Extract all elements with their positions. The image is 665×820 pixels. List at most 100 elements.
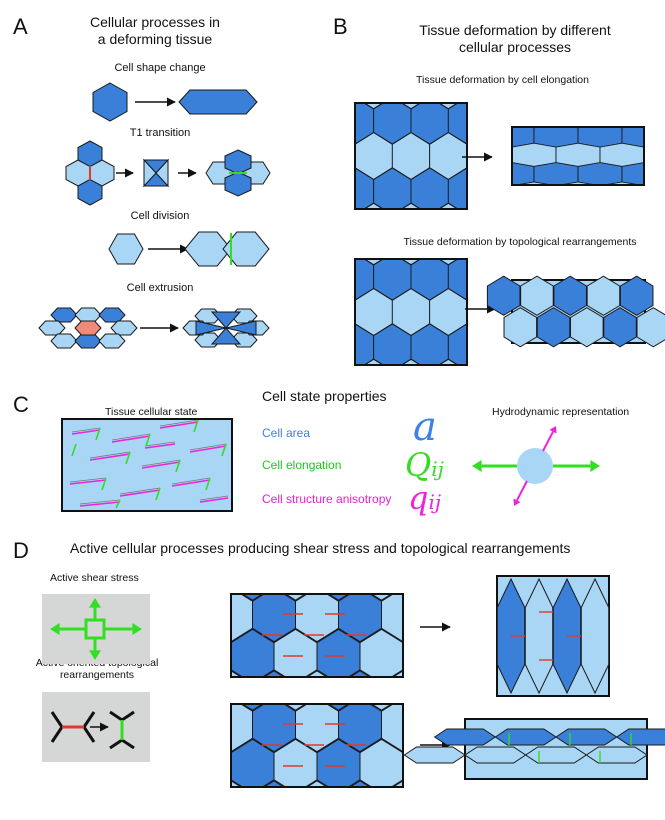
tissue-d1 bbox=[230, 546, 489, 683]
tissue-b1-cell bbox=[504, 203, 541, 250]
tissue-b1-border bbox=[354, 102, 468, 210]
tissue-d3-cell bbox=[284, 704, 307, 711]
tissue-b2-cell bbox=[578, 201, 622, 227]
tissue-d3-cell bbox=[370, 704, 393, 711]
tissue-b1-cell bbox=[318, 62, 355, 109]
tissue-b3-cell bbox=[355, 299, 356, 325]
tissue-d1-cell bbox=[231, 642, 232, 671]
elongation-mark-6 bbox=[155, 487, 161, 501]
panel-a-letter: A bbox=[13, 14, 28, 39]
tissue-d3-cell bbox=[263, 780, 285, 787]
cell-edge-6 bbox=[69, 477, 107, 483]
elongation-mark-3 bbox=[125, 451, 131, 465]
tissue-d3-cells bbox=[167, 698, 403, 787]
cell-edge-9 bbox=[79, 499, 121, 505]
anisotropy-mark-7 bbox=[119, 489, 161, 497]
elongation-mark-2 bbox=[193, 419, 199, 433]
tissue-d1-cell bbox=[349, 670, 371, 677]
tissue-d1-cell bbox=[425, 588, 468, 642]
cell-edge-0 bbox=[71, 427, 101, 433]
tissue-b1-cell bbox=[438, 103, 459, 110]
tissue-d4-dark-1 bbox=[494, 728, 557, 746]
label-cell-shape-change: Cell shape change bbox=[114, 62, 206, 74]
tissue-b1-cell bbox=[299, 97, 336, 144]
tissue-d1-cell bbox=[392, 670, 403, 677]
cell-edge-11 bbox=[144, 441, 176, 447]
hydro-arrow-right-head bbox=[590, 460, 600, 472]
panel-d-label-shear: Active shear stress bbox=[50, 572, 139, 584]
tissue-b3-cell bbox=[467, 359, 504, 406]
panel-b-letter: B bbox=[333, 14, 348, 39]
tissue-d1-cell bbox=[327, 594, 350, 601]
tissue-d4-dark-3 bbox=[615, 728, 665, 746]
panel-b-subtitle-elongation: Tissue deformation by cell elongation bbox=[416, 74, 589, 86]
symbol-qlow-main: q bbox=[408, 479, 429, 517]
tissue-d3-cell bbox=[241, 704, 264, 711]
shear-arrow-down-head bbox=[89, 650, 101, 660]
tissue-b1-cell bbox=[299, 168, 336, 215]
cell-edge-7 bbox=[119, 487, 161, 495]
hydro-circle bbox=[517, 448, 553, 484]
t1-after-bottom bbox=[224, 171, 252, 197]
hydro-arrow-up-head bbox=[549, 426, 557, 434]
shear-arrow-right-head bbox=[132, 623, 142, 635]
tissue-b3-cell bbox=[504, 218, 541, 265]
tissue-b2-cell bbox=[622, 201, 665, 227]
tissue-d3-cell bbox=[167, 698, 210, 752]
tissue-b2-cell bbox=[468, 105, 512, 131]
extrusion-before-cell-1 bbox=[74, 307, 102, 323]
symbol-q-main: Q bbox=[405, 446, 432, 484]
anisotropy-mark-5 bbox=[189, 445, 227, 453]
anisotropy-mark-2 bbox=[159, 421, 199, 429]
label-cell-extrusion: Cell extrusion bbox=[126, 282, 194, 294]
tissue-d1-cell bbox=[446, 629, 489, 683]
panel-c-letter: C bbox=[13, 392, 29, 417]
t1-mid-right bbox=[155, 158, 169, 188]
elongation-mark-5 bbox=[101, 477, 107, 491]
anisotropy-mark-1 bbox=[111, 435, 151, 443]
tissue-d1-cell bbox=[306, 670, 328, 677]
tissue-b4-border bbox=[511, 279, 646, 344]
label-t1-transition: T1 transition bbox=[129, 127, 191, 139]
tissue-d3-cell bbox=[231, 752, 232, 781]
panel-c-left-label: Tissue cellular state bbox=[105, 406, 198, 418]
tissue-d1-cell bbox=[370, 594, 393, 601]
hydro-arrow-up-shaft bbox=[542, 431, 554, 452]
cell-edge-1 bbox=[111, 433, 151, 441]
tissue-b2-cell bbox=[534, 201, 578, 227]
tissue-d1-cell bbox=[402, 642, 403, 671]
tissue-b3-cell bbox=[438, 358, 459, 365]
cell-edge-10 bbox=[199, 495, 229, 501]
tissue-b3 bbox=[354, 218, 541, 406]
tissue-d4-border bbox=[464, 718, 648, 780]
tissue-d3-cell bbox=[359, 738, 403, 787]
extrusion-before-cell-7 bbox=[98, 333, 126, 349]
panel-b-subtitle-rearrangement: Tissue deformation by topological rearra… bbox=[403, 236, 637, 248]
extrusion-after-left bbox=[195, 320, 227, 336]
hydro-arrow-down-shaft bbox=[516, 480, 528, 501]
tissue-b4-cell bbox=[570, 307, 604, 348]
tissue-b1-cell bbox=[318, 203, 355, 250]
tissue-d4-light-1 bbox=[464, 746, 527, 764]
division-mother bbox=[108, 233, 144, 265]
tissue-d1-cell bbox=[446, 546, 489, 600]
cell-elongated bbox=[178, 89, 258, 115]
tissue-d3-cell bbox=[349, 780, 371, 787]
tissue-b3-border bbox=[354, 258, 468, 366]
tissue-b2-cell bbox=[490, 201, 534, 227]
tissue-d4-light-0 bbox=[403, 746, 466, 764]
tissue-b1-cell bbox=[447, 103, 467, 145]
tissue-b1-cell bbox=[363, 202, 384, 209]
tissue-b2-cell bbox=[644, 182, 665, 208]
cell-edge-3 bbox=[89, 451, 131, 459]
anisotropy-mark-4 bbox=[141, 461, 181, 469]
elongation-mark-0 bbox=[95, 427, 101, 441]
cell-edge-2 bbox=[159, 419, 199, 427]
hydro-arrow-left-head bbox=[472, 460, 482, 472]
cell-edge-5 bbox=[189, 443, 227, 451]
symbol-q-subscript: ij bbox=[431, 457, 444, 481]
tissue-b2-cell bbox=[643, 146, 644, 166]
panel-b-title-line2: cellular processes bbox=[458, 39, 572, 55]
tissue-b4-cell bbox=[603, 307, 637, 348]
tissue-d1-cells bbox=[231, 546, 489, 683]
